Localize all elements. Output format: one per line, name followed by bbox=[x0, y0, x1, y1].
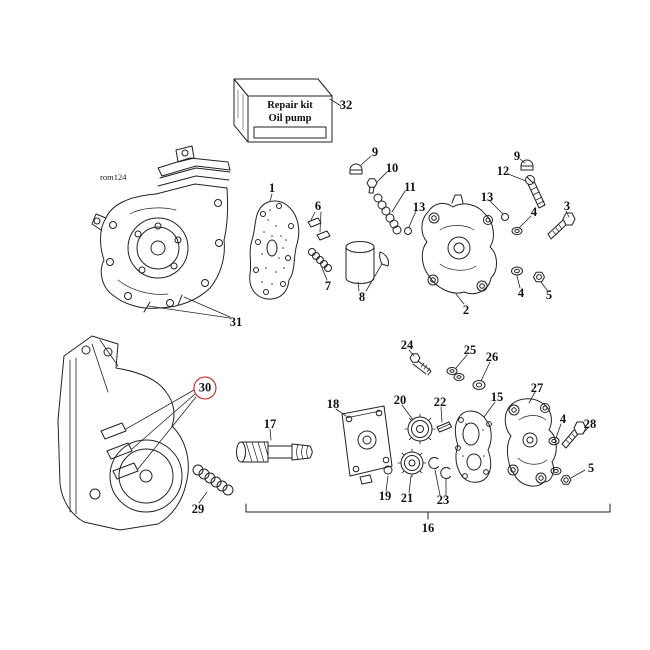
part-5-nut-a bbox=[533, 271, 545, 283]
part-13-ball-left bbox=[404, 227, 412, 235]
part-22-pin bbox=[436, 421, 452, 433]
part-20-gear bbox=[404, 413, 436, 445]
part-4-washer-c bbox=[548, 436, 560, 446]
part-19-ball bbox=[383, 465, 393, 475]
part-21-gear bbox=[397, 448, 427, 478]
part-9-acorn-nut-left bbox=[349, 163, 363, 175]
part-8-roller bbox=[345, 241, 389, 284]
repair-kit-box-drawing bbox=[233, 78, 333, 143]
part-4-washer-b bbox=[511, 266, 523, 276]
repair-kit-line2: Oil pump bbox=[268, 112, 312, 124]
part-3-bolt bbox=[547, 212, 576, 240]
part-29-spring bbox=[192, 464, 234, 496]
part-28-bolt bbox=[561, 421, 587, 449]
part-25-washers bbox=[446, 367, 465, 381]
part-24-screw bbox=[409, 353, 432, 376]
part-11-spring bbox=[373, 193, 402, 235]
repair-kit-label: Repair kit Oil pump bbox=[248, 100, 332, 125]
part-5-nut-b bbox=[550, 467, 572, 485]
part-9-acorn-nut-right bbox=[520, 159, 534, 171]
check-valve-seats bbox=[100, 422, 139, 480]
part-13-ball-right bbox=[501, 213, 509, 221]
part-26-washer bbox=[472, 380, 486, 390]
part-12-screw bbox=[525, 175, 546, 209]
part-4-washer-a bbox=[511, 227, 523, 235]
part-27-cover bbox=[504, 398, 557, 487]
crankcase-side-drawing bbox=[57, 335, 189, 531]
part-2-pump-cover bbox=[421, 194, 497, 295]
part-23-snap-rings bbox=[428, 457, 451, 479]
callout-leader-lines bbox=[125, 98, 589, 504]
part-18-pump-body bbox=[341, 405, 393, 485]
part-1-gasket bbox=[249, 200, 300, 300]
part-16-bracket bbox=[245, 503, 611, 520]
crankcase-front-drawing bbox=[91, 145, 231, 313]
repair-kit-line1: Repair kit bbox=[267, 100, 313, 111]
drawing-code: rom124 bbox=[100, 172, 127, 182]
part-7-spring bbox=[308, 248, 332, 272]
part-6-keys bbox=[307, 217, 331, 241]
part-10-screw bbox=[366, 178, 378, 194]
part-17-drive-gear bbox=[236, 441, 313, 463]
part-15-gasket bbox=[454, 410, 492, 483]
